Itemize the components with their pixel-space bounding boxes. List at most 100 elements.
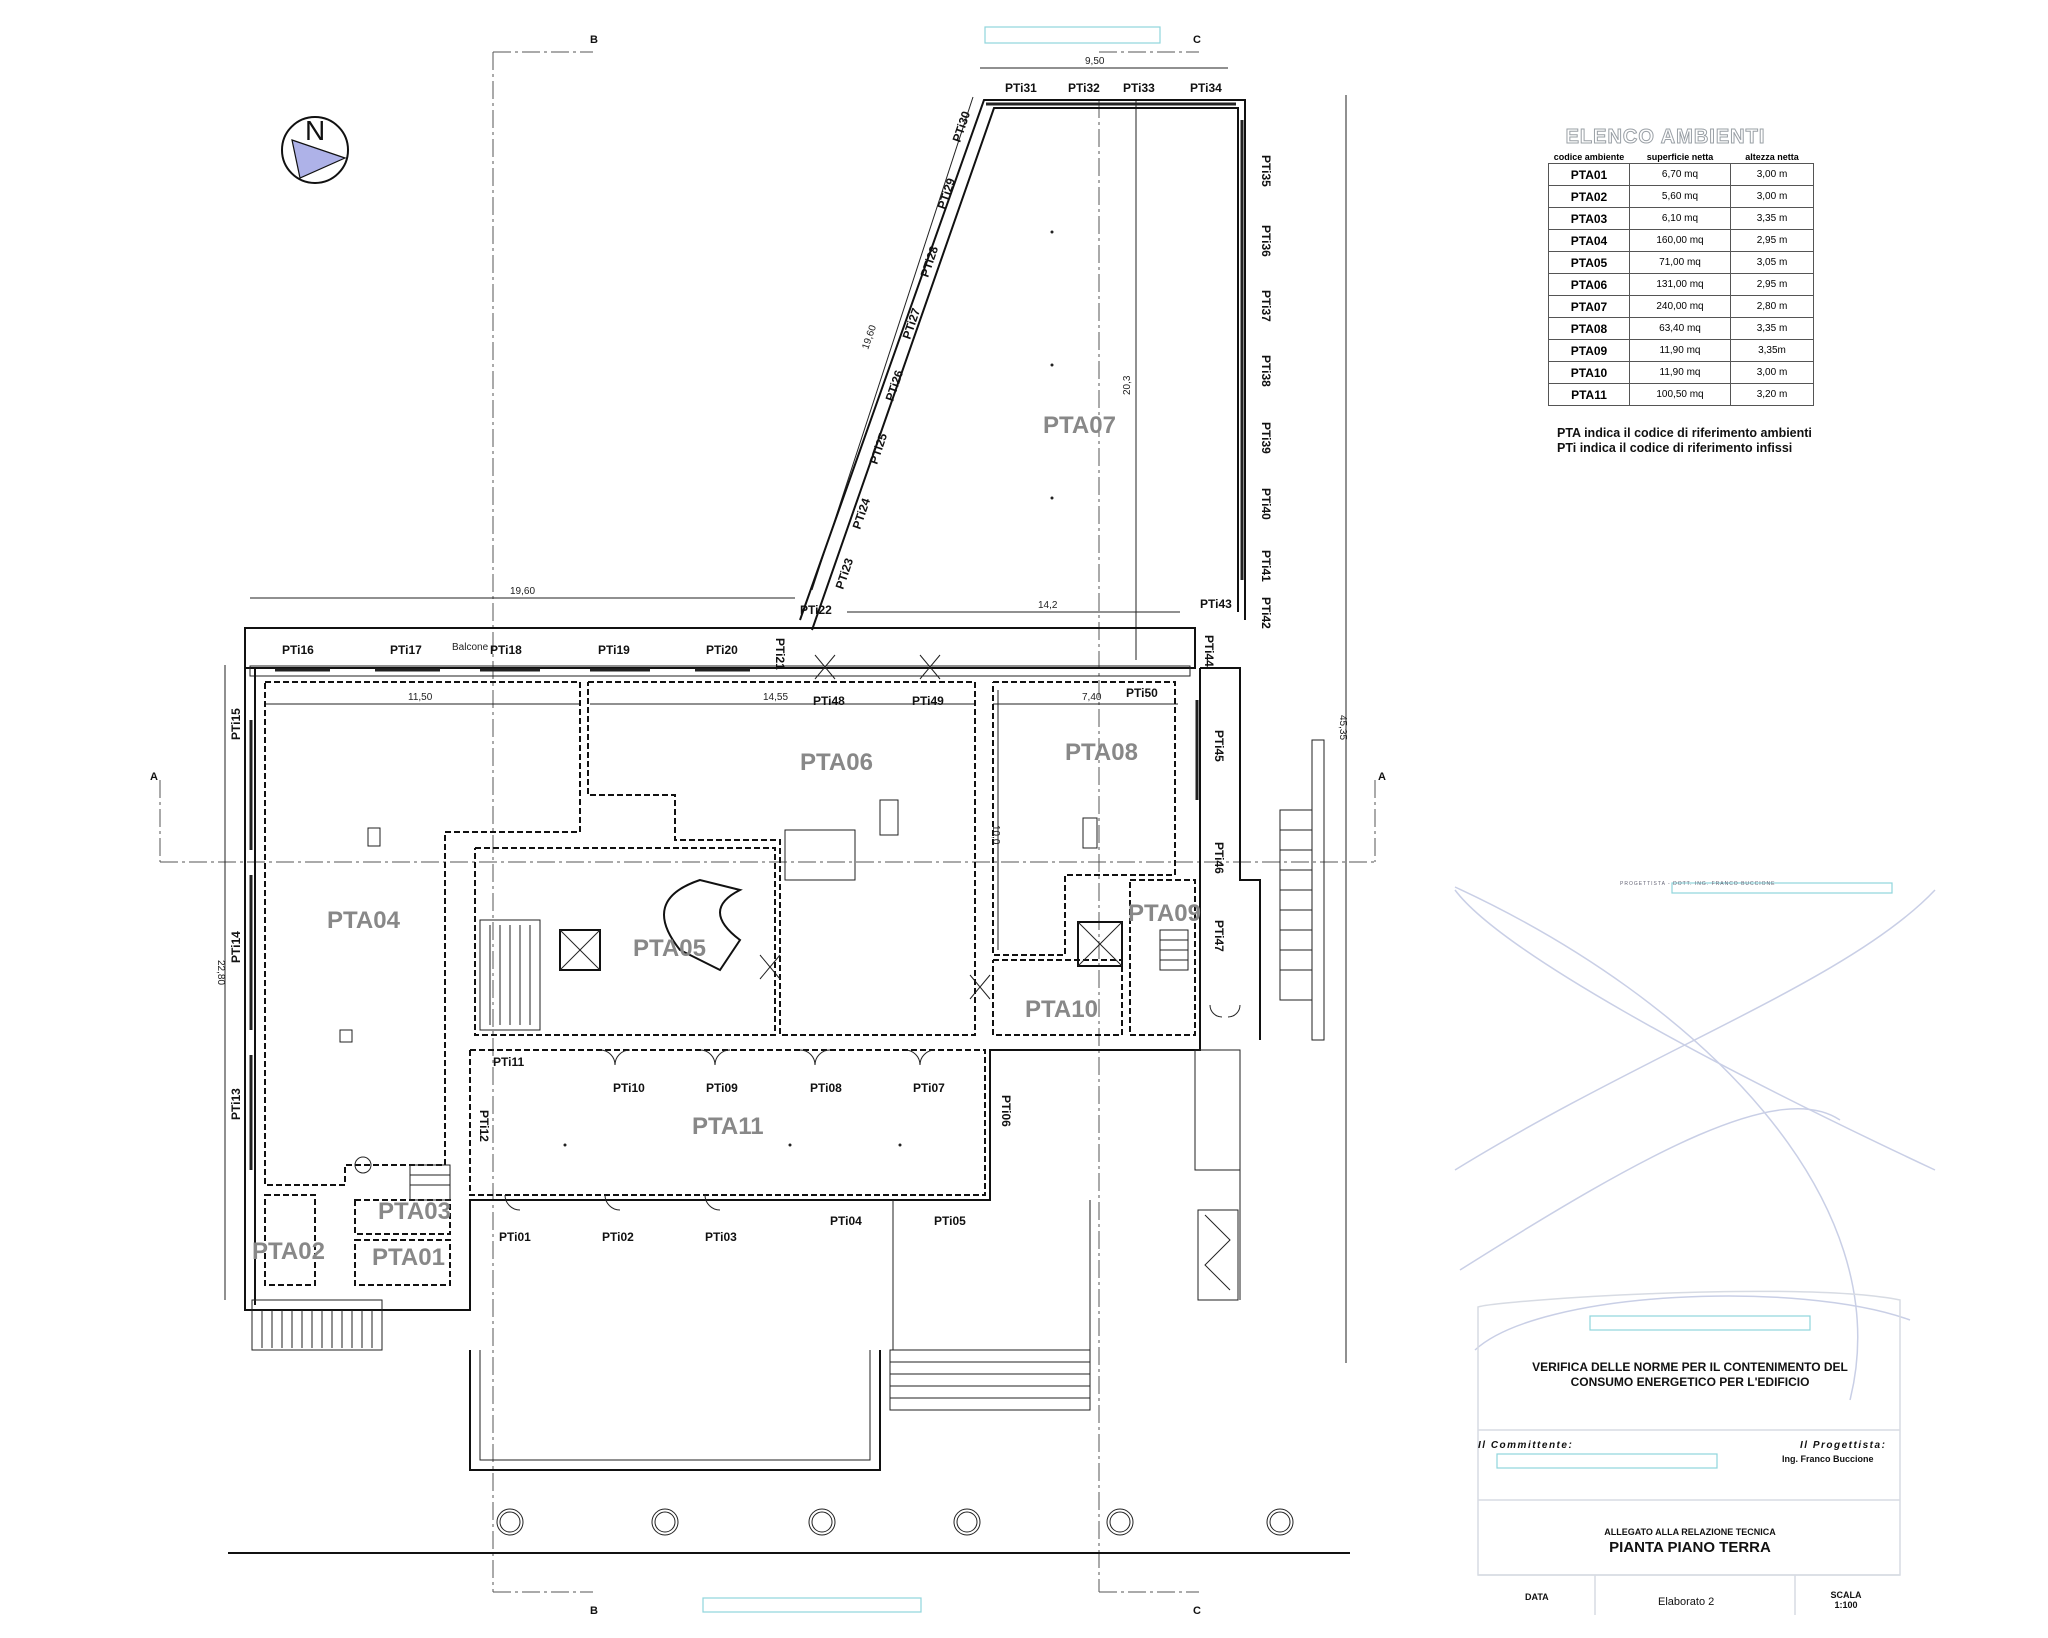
opening-pti47: PTi47 (1212, 920, 1226, 952)
row-height: 3,00 m (1730, 185, 1814, 208)
dim-east-depth: 20,3 (1122, 375, 1133, 395)
dim-pta04-width: 11,50 (408, 692, 433, 703)
client-label: Il Committente: (1478, 1440, 1574, 1451)
opening-pti01: PTi01 (499, 1230, 531, 1244)
dim-total-depth: 45,35 (1337, 715, 1348, 740)
row-code: PTA11 (1548, 383, 1630, 406)
designer-name: Ing. Franco Buccione (1782, 1454, 1874, 1464)
dim-pta08-width: 7,40 (1082, 692, 1102, 703)
room-pta10: PTA10 (1025, 996, 1098, 1023)
plan-name: PIANTA PIANO TERRA (1609, 1539, 1771, 1556)
row-code: PTA03 (1548, 207, 1630, 230)
opening-pti13: PTi13 (229, 1088, 243, 1120)
row-area: 71,00 mq (1629, 251, 1731, 274)
section-a-left: A (150, 771, 158, 783)
row-height: 3,00 m (1730, 361, 1814, 384)
opening-pti10: PTi10 (613, 1081, 645, 1095)
row-area: 240,00 mq (1629, 295, 1731, 318)
scale-block: SCALA 1:100 (1822, 1590, 1870, 1610)
room-pta08: PTA08 (1065, 739, 1138, 766)
dim-pta06-width: 14,55 (763, 692, 788, 703)
row-code: PTA05 (1548, 251, 1630, 274)
row-height: 2,80 m (1730, 295, 1814, 318)
row-area: 6,10 mq (1629, 207, 1731, 230)
opening-pti31: PTi31 (1005, 81, 1037, 95)
elaborato-label: Elaborato 2 (1658, 1596, 1715, 1608)
opening-pti34: PTi34 (1190, 81, 1222, 95)
header-height: altezza netta (1730, 151, 1814, 164)
section-markers: B B C C A A (150, 34, 1386, 1617)
opening-pti20: PTi20 (706, 643, 738, 657)
room-list: ELENCO AMBIENTI codice ambiente superfic… (1548, 126, 1828, 406)
row-area: 11,90 mq (1629, 339, 1731, 362)
room-pta05: PTA05 (633, 935, 706, 962)
room-pta09: PTA09 (1128, 900, 1201, 927)
row-height: 3,20 m (1730, 383, 1814, 406)
opening-pti41: PTi41 (1259, 550, 1273, 582)
opening-pti05: PTi05 (934, 1214, 966, 1228)
dim-pta08-depth: 10,0 (990, 825, 1001, 845)
titleblock-heading-line2: CONSUMO ENERGETICO PER L'EDIFICIO (1570, 1375, 1810, 1389)
opening-pti49: PTi49 (912, 694, 944, 708)
opening-pti22: PTi22 (800, 603, 832, 617)
room-table-header: codice ambiente superficie netta altezza… (1548, 151, 1814, 164)
row-area: 5,60 mq (1629, 185, 1731, 208)
row-code: PTA08 (1548, 317, 1630, 340)
cyan-frames (702, 26, 1893, 1613)
opening-pti12: PTi12 (477, 1110, 491, 1142)
section-c-top: C (1193, 34, 1201, 46)
titleblock-heading: VERIFICA DELLE NORME PER IL CONTENIMENTO… (1520, 1360, 1860, 1390)
row-code: PTA04 (1548, 229, 1630, 252)
opening-pti04: PTi04 (830, 1214, 862, 1228)
opening-pti38: PTi38 (1259, 355, 1273, 387)
opening-labels: PTi31 PTi32 PTi33 PTi34 PTi30 PTi29 PTi2… (229, 81, 1273, 1244)
row-height: 3,35 m (1730, 317, 1814, 340)
opening-pti35: PTi35 (1259, 155, 1273, 187)
section-axis-lines (159, 51, 1376, 1593)
opening-pti14: PTi14 (229, 931, 243, 963)
legend-line-rooms: PTA indica il codice di riferimento ambi… (1557, 426, 1812, 440)
row-height: 3,00 m (1730, 163, 1814, 186)
row-code: PTA01 (1548, 163, 1630, 186)
opening-pti25: PTi25 (867, 431, 891, 466)
opening-pti40: PTi40 (1259, 488, 1273, 520)
row-area: 6,70 mq (1629, 163, 1731, 186)
room-labels: PTA07 PTA06 PTA08 PTA04 PTA05 PTA09 PTA1… (252, 412, 1201, 1271)
designer-label: Il Progettista: (1800, 1440, 1887, 1451)
opening-pti48: PTi48 (813, 694, 845, 708)
dim-west-width: 19,60 (510, 586, 535, 597)
row-code: PTA06 (1548, 273, 1630, 296)
opening-pti28: PTi28 (918, 244, 942, 279)
section-a-right: A (1378, 771, 1386, 783)
opening-pti45: PTi45 (1212, 730, 1226, 762)
scale-label: SCALA (1830, 1590, 1862, 1600)
room-pta02: PTA02 (252, 1238, 325, 1265)
room-pta06: PTA06 (800, 749, 873, 776)
titleblock-heading-line1: VERIFICA DELLE NORME PER IL CONTENIMENTO… (1532, 1360, 1848, 1374)
opening-pti06: PTi06 (999, 1095, 1013, 1127)
legend-line-openings: PTi indica il codice di riferimento infi… (1557, 441, 1793, 455)
dim-west-depth: 22,80 (215, 960, 226, 985)
opening-pti09: PTi09 (706, 1081, 738, 1095)
header-code: codice ambiente (1548, 151, 1630, 164)
row-height: 2,95 m (1730, 273, 1814, 296)
opening-pti36: PTi36 (1259, 225, 1273, 257)
opening-pti50: PTi50 (1126, 686, 1158, 700)
row-area: 160,00 mq (1629, 229, 1731, 252)
opening-pti42: PTi42 (1259, 597, 1273, 629)
header-area: superficie netta (1629, 151, 1731, 164)
opening-pti16: PTi16 (282, 643, 314, 657)
north-arrow-icon: N (281, 115, 349, 184)
north-label: N (305, 115, 325, 146)
section-b-bottom: B (590, 1605, 598, 1617)
row-area: 100,50 mq (1629, 383, 1731, 406)
opening-pti46: PTi46 (1212, 842, 1226, 874)
attachment-label: ALLEGATO ALLA RELAZIONE TECNICA (1604, 1527, 1776, 1537)
titleblock-top-note: PROGETTISTA - DOTT. ING. FRANCO BUCCIONE (1620, 881, 1776, 887)
